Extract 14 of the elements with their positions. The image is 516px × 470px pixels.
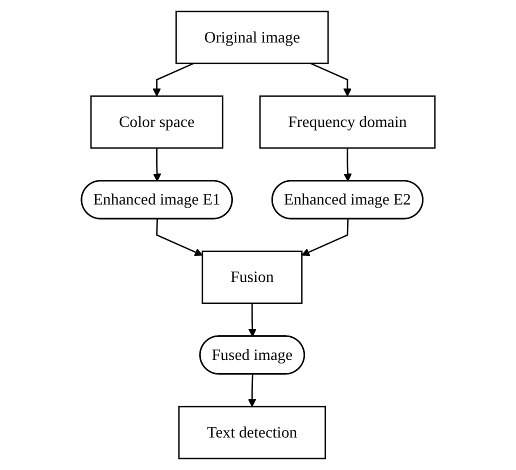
arrow [152,148,161,182]
node-box [202,250,302,304]
arrow [301,219,348,256]
node-box [90,95,224,149]
arrow [248,303,256,337]
node-box [259,95,436,149]
node-box [178,406,326,460]
arrow [156,219,203,256]
flowchart-diagram: Original image Color space Frequency domain Enhanced image E1 Enhanced image E2 Fusion Fused image Text detection [74,4,442,466]
arrow [310,62,352,96]
arrow [248,374,256,407]
arrow [152,62,194,96]
arrow [343,148,352,182]
node-box [175,10,329,64]
